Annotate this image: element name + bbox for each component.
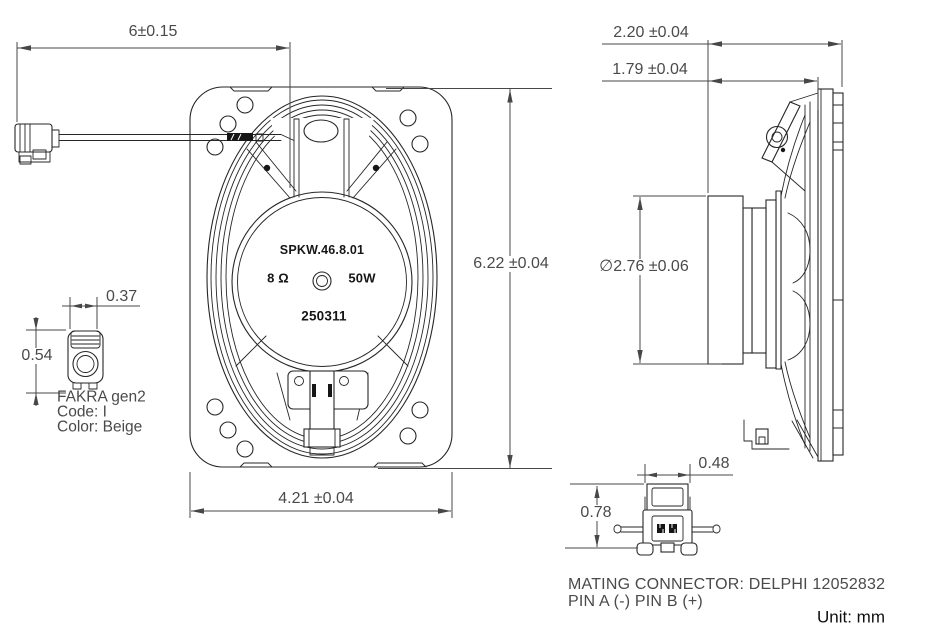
- dim-side-basket-depth: 1.79 ±0.04: [612, 61, 688, 78]
- fakra-socket: [72, 350, 99, 378]
- dim-front-width: 6±0.15: [128, 23, 178, 40]
- fakra-caption-line3: Color: Beige: [57, 418, 143, 436]
- mating-connector-note: MATING CONNECTOR: DELPHI 12052832: [568, 576, 886, 593]
- connector-detail-drawing: [613, 483, 721, 556]
- speaker-power-label: 50W: [348, 270, 376, 286]
- fakra-detail-body: [67, 330, 104, 384]
- dim-flange-width: 4.21 ±0.04: [278, 490, 354, 507]
- dim-fakra-height: 0.54: [18, 348, 56, 364]
- fakra-caption-line1: FAKRA gen2: [57, 388, 146, 406]
- speaker-impedance-label: 8 Ω: [267, 270, 289, 286]
- top-terminal-bridge: [246, 118, 397, 199]
- dim-connector-height: 0.78: [577, 505, 615, 521]
- pin-a: [657, 524, 665, 533]
- side-view-drawing: [707, 88, 844, 462]
- dim-front-height: 6.22 ±0.04: [470, 256, 552, 272]
- side-bottom-terminal: [743, 419, 819, 459]
- speaker-date-code-label: 250311: [301, 308, 347, 324]
- dim-magnet-diameter: ∅2.76 ±0.06: [596, 259, 692, 275]
- top-oval-opening: [303, 119, 339, 143]
- unit-label: Unit: mm: [817, 607, 885, 627]
- pin-b: [669, 524, 677, 533]
- fakra-caption-line2: Code: I: [57, 403, 107, 421]
- dust-cap: [312, 271, 332, 291]
- bottom-terminal-housing: [276, 370, 369, 456]
- speaker-cone: [231, 191, 413, 373]
- connector-body: [642, 509, 693, 546]
- dim-side-total-depth: 2.20 ±0.04: [613, 24, 689, 41]
- speaker-model-label: SPKW.46.8.01: [279, 242, 365, 257]
- pin-polarity-note: PIN A (-) PIN B (+): [568, 593, 703, 610]
- front-view-drawing: [189, 86, 453, 468]
- mounting-holes: [206, 96, 429, 458]
- fakra-detail-drawing: [67, 330, 104, 390]
- mounting-frame: [189, 86, 453, 468]
- fakra-connector-body: [14, 123, 53, 153]
- fakra-cable-drawing: [14, 123, 295, 165]
- side-frame-flange: [817, 88, 834, 462]
- wire-leads: [620, 526, 714, 533]
- magnet-assembly: [707, 195, 777, 369]
- dimension-lines: [16, 40, 843, 549]
- top-bracket: [761, 92, 819, 192]
- dim-connector-width: 0.48: [698, 455, 730, 472]
- dim-fakra-width: 0.37: [106, 288, 138, 305]
